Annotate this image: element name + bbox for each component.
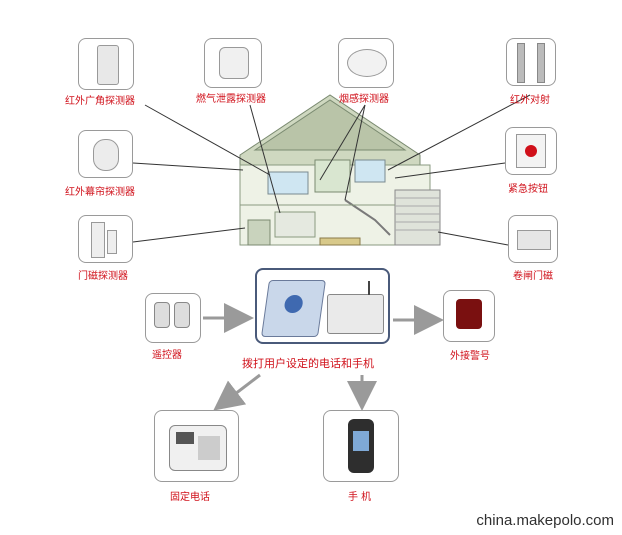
label-pir-wide: 红外广角探测器: [65, 96, 135, 107]
door-detector-box: [78, 215, 133, 263]
pir-wide-detector-box: [78, 38, 134, 90]
door-magnet-icon: [107, 230, 117, 254]
gas-detector-box: [204, 38, 262, 88]
mobile-phone-icon: [348, 419, 374, 473]
pir-sensor-icon: [97, 45, 119, 85]
landline-phone-icon: [169, 425, 227, 471]
label-panic: 紧急按钮: [508, 184, 548, 195]
house-illustration: [239, 94, 441, 246]
label-dial-caption: 拨打用户设定的电话和手机: [242, 357, 374, 370]
control-panel-box: [255, 268, 390, 344]
door-sensor-icon: [91, 222, 105, 258]
label-remote: 遥控器: [152, 350, 182, 361]
label-gas: 燃气泄露探测器: [196, 94, 266, 105]
shutter-detector-box: [508, 215, 558, 263]
remote-box: [145, 293, 201, 343]
label-mobile: 手 机: [348, 492, 372, 503]
sensor-connectors: [132, 94, 531, 246]
smoke-detector-box: [338, 38, 394, 88]
ir-beam-box: [506, 38, 556, 86]
remote-key-icon: [154, 302, 170, 328]
ir-beam-icon: [517, 43, 525, 83]
siren-box: [443, 290, 495, 342]
label-landline: 固定电话: [170, 492, 210, 503]
ir-beam-icon-2: [537, 43, 545, 83]
label-siren: 外接警号: [450, 351, 490, 362]
gas-sensor-icon: [219, 47, 249, 79]
pir-curtain-detector-box: [78, 130, 133, 178]
alarm-host-icon: [260, 280, 327, 337]
panic-button-box: [505, 127, 557, 175]
label-ir-beam: 红外对射: [510, 95, 550, 106]
panic-button-icon: [516, 134, 546, 168]
flow-arrows: [203, 303, 444, 411]
watermark: china.makepolo.com: [476, 512, 614, 529]
smoke-sensor-icon: [347, 49, 387, 77]
label-door: 门磁探测器: [78, 271, 128, 282]
mobile-box: [323, 410, 399, 482]
label-pir-curtain: 红外幕帘探测器: [65, 187, 135, 198]
curtain-sensor-icon: [93, 139, 119, 171]
siren-icon: [456, 299, 482, 329]
landline-box: [154, 410, 239, 482]
remote-key-icon-2: [174, 302, 190, 328]
shutter-sensor-icon: [517, 230, 551, 250]
label-shutter: 卷闸门磁: [513, 271, 553, 282]
label-smoke: 烟感探测器: [339, 94, 389, 105]
gsm-dialer-icon: [327, 281, 384, 334]
